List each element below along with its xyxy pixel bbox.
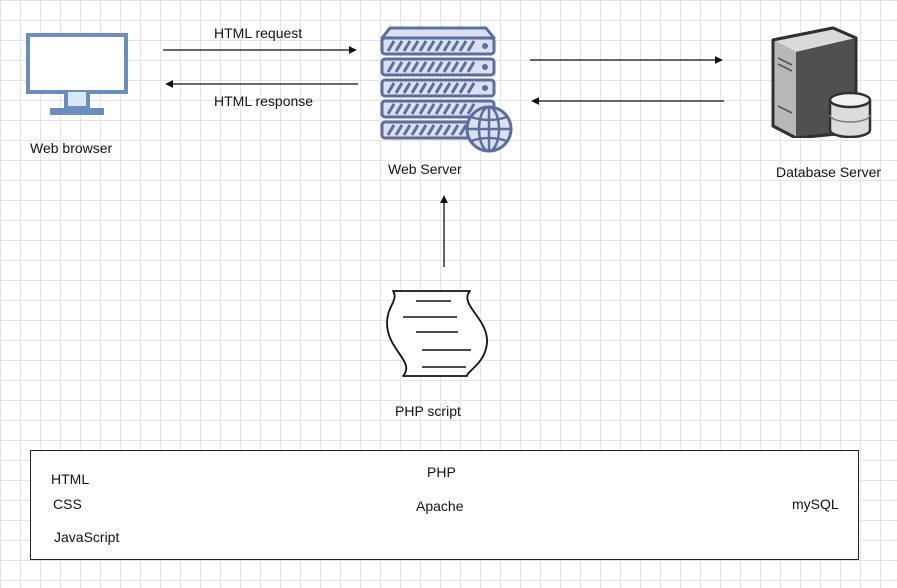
monitor-icon: [26, 33, 128, 115]
response-label: HTML response: [214, 93, 314, 109]
database-server-icon: [771, 26, 872, 138]
stack-server-apache: Apache: [416, 498, 464, 514]
request-label: HTML request: [214, 25, 303, 41]
stack-client-css: CSS: [53, 496, 82, 512]
stack-database-mysql: mySQL: [792, 496, 839, 512]
browser-label: Web browser: [30, 140, 113, 156]
stack-server-php: PHP: [427, 464, 456, 480]
script-document-icon: [386, 290, 488, 377]
disk-cylinder-icon: [828, 91, 872, 138]
technology-stack-box: [30, 450, 859, 560]
globe-icon: [465, 105, 513, 153]
server-rack-icon: [380, 26, 513, 153]
web-server-label: Web Server: [388, 161, 462, 177]
stack-client-html: HTML: [51, 471, 90, 487]
php-script-label: PHP script: [395, 403, 461, 419]
db-server-label: Database Server: [776, 164, 882, 180]
stack-client-javascript: JavaScript: [54, 529, 120, 545]
